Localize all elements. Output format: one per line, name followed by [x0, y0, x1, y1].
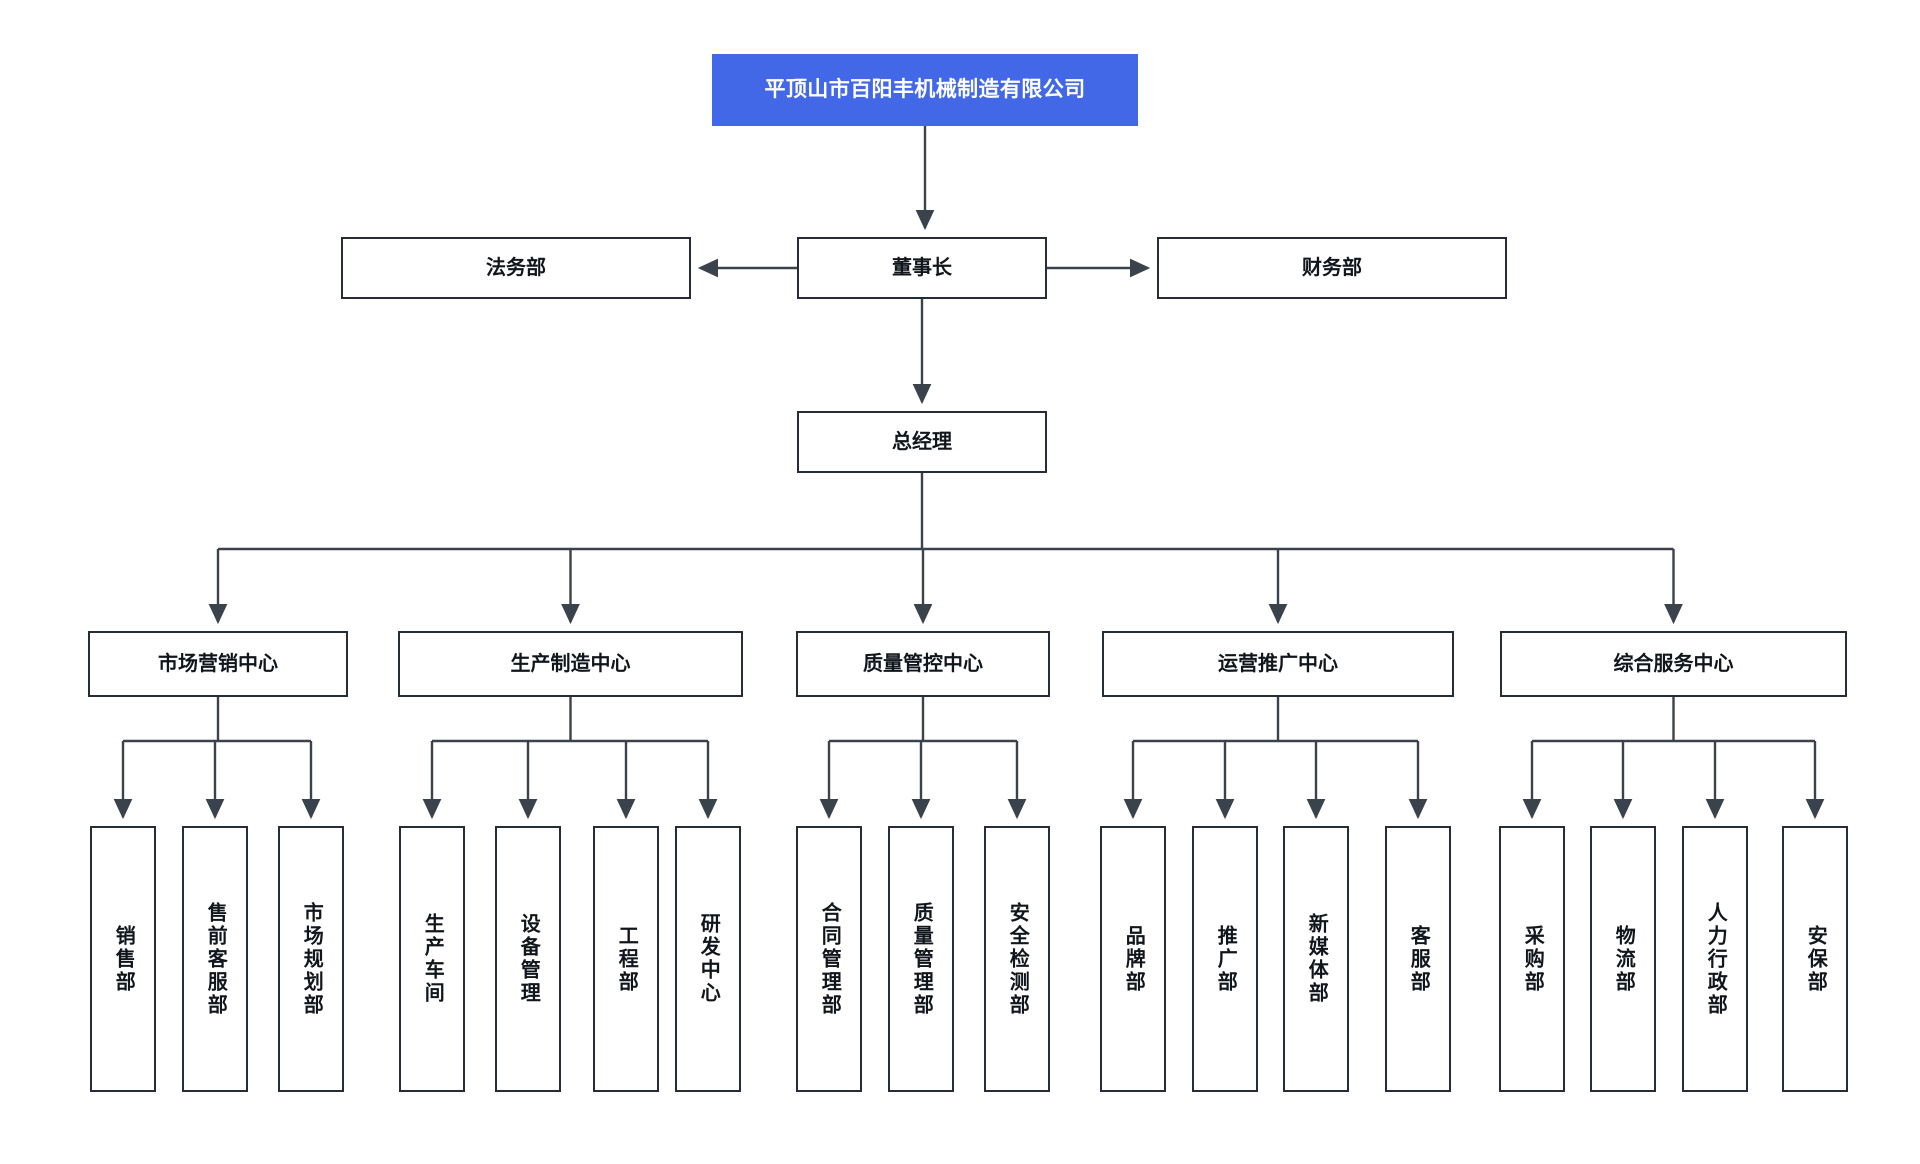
node-label: 生产车间 — [421, 913, 444, 1005]
node-label: 质量管理部 — [910, 901, 933, 1017]
node-leaf-3-3[interactable]: 安全检测部 — [984, 826, 1050, 1092]
node-label: 人力行政部 — [1704, 901, 1727, 1017]
node-label: 物流部 — [1612, 924, 1635, 994]
node-leaf-4-4[interactable]: 客服部 — [1385, 826, 1451, 1092]
node-label: 董事长 — [892, 256, 952, 279]
node-label: 推广部 — [1214, 924, 1237, 994]
node-label: 市场规划部 — [300, 901, 323, 1017]
node-label: 总经理 — [892, 430, 952, 453]
node-center-5[interactable]: 综合服务中心 — [1500, 631, 1847, 697]
node-label: 法务部 — [486, 256, 546, 279]
node-leaf-2-4[interactable]: 研发中心 — [675, 826, 741, 1092]
node-leaf-4-1[interactable]: 品牌部 — [1100, 826, 1166, 1092]
node-label: 设备管理 — [517, 913, 540, 1005]
node-leaf-3-1[interactable]: 合同管理部 — [796, 826, 862, 1092]
node-center-4[interactable]: 运营推广中心 — [1102, 631, 1454, 697]
node-label: 安全检测部 — [1006, 901, 1029, 1017]
node-label: 财务部 — [1302, 256, 1362, 279]
node-label: 安保部 — [1804, 924, 1827, 994]
node-label: 合同管理部 — [818, 901, 841, 1017]
node-leaf-2-2[interactable]: 设备管理 — [495, 826, 561, 1092]
node-label: 客服部 — [1407, 924, 1430, 994]
node-finance-department[interactable]: 财务部 — [1157, 237, 1507, 299]
node-label: 生产制造中心 — [510, 652, 631, 675]
node-label: 售前客服部 — [204, 901, 227, 1017]
node-legal-department[interactable]: 法务部 — [341, 237, 691, 299]
node-leaf-2-1[interactable]: 生产车间 — [399, 826, 465, 1092]
node-leaf-1-2[interactable]: 售前客服部 — [182, 826, 248, 1092]
node-label: 采购部 — [1521, 924, 1544, 994]
node-label: 工程部 — [615, 924, 638, 994]
node-leaf-5-3[interactable]: 人力行政部 — [1682, 826, 1748, 1092]
node-label: 研发中心 — [697, 913, 720, 1005]
node-leaf-2-3[interactable]: 工程部 — [593, 826, 659, 1092]
node-leaf-5-1[interactable]: 采购部 — [1499, 826, 1565, 1092]
node-label: 综合服务中心 — [1613, 652, 1734, 675]
node-leaf-3-2[interactable]: 质量管理部 — [888, 826, 954, 1092]
node-leaf-1-1[interactable]: 销售部 — [90, 826, 156, 1092]
node-leaf-5-4[interactable]: 安保部 — [1782, 826, 1848, 1092]
node-label: 品牌部 — [1122, 924, 1145, 994]
node-label: 销售部 — [112, 924, 135, 994]
node-leaf-4-2[interactable]: 推广部 — [1192, 826, 1258, 1092]
node-label: 运营推广中心 — [1218, 652, 1338, 675]
node-leaf-5-2[interactable]: 物流部 — [1590, 826, 1656, 1092]
node-company-root[interactable]: 平顶山市百阳丰机械制造有限公司 — [712, 54, 1138, 126]
node-label: 平顶山市百阳丰机械制造有限公司 — [764, 78, 1086, 102]
node-label: 市场营销中心 — [158, 652, 278, 675]
node-center-1[interactable]: 市场营销中心 — [88, 631, 348, 697]
node-label: 新媒体部 — [1305, 913, 1328, 1005]
node-leaf-1-3[interactable]: 市场规划部 — [278, 826, 344, 1092]
node-center-2[interactable]: 生产制造中心 — [398, 631, 743, 697]
node-center-3[interactable]: 质量管控中心 — [796, 631, 1050, 697]
node-label: 质量管控中心 — [863, 652, 983, 675]
node-leaf-4-3[interactable]: 新媒体部 — [1283, 826, 1349, 1092]
node-general-manager[interactable]: 总经理 — [797, 411, 1047, 473]
node-chairman[interactable]: 董事长 — [797, 237, 1047, 299]
